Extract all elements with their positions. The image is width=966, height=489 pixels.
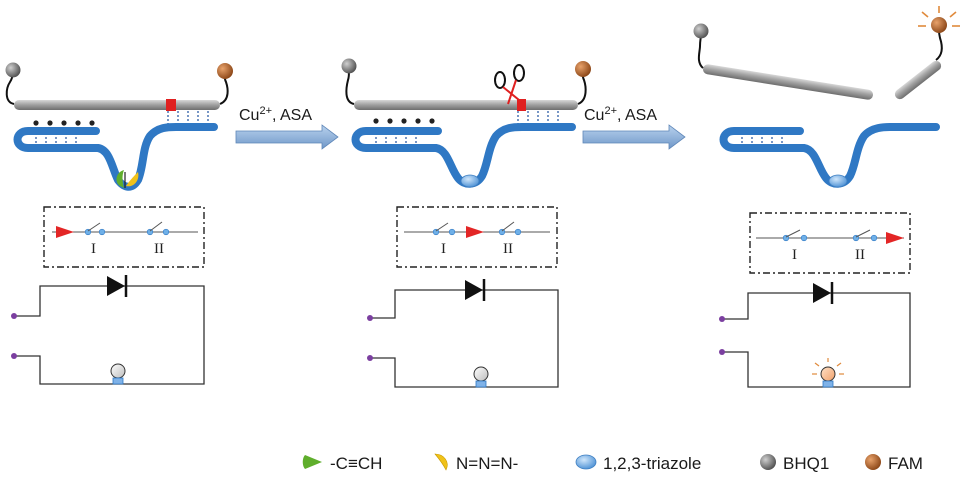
- svg-text:N=N=N-: N=N=N-: [456, 454, 518, 473]
- switch-label-i: I: [441, 241, 446, 257]
- svg-text:1,2,3-triazole: 1,2,3-triazole: [603, 454, 701, 473]
- released-fragment-bhq1: [702, 64, 874, 100]
- diode-symbol: [465, 279, 486, 301]
- svg-text:BHQ1: BHQ1: [783, 454, 829, 473]
- alkyne-icon: [302, 455, 322, 469]
- panel-1-initial: [5, 62, 233, 191]
- spacer-dots: [373, 118, 435, 124]
- diode-marker: [56, 226, 74, 238]
- probe-strand: [14, 100, 220, 110]
- fam-icon: [865, 454, 881, 470]
- bhq1-label: [341, 58, 357, 74]
- circuit-1: [11, 275, 205, 385]
- switch-box-1: I II: [43, 206, 205, 268]
- triazole-link: [460, 174, 480, 188]
- fluorescence-rays: [918, 6, 960, 27]
- circuit-3: [719, 282, 911, 388]
- legend-item-triazole: 1,2,3-triazole: [575, 454, 701, 473]
- dna-substrate: [13, 123, 218, 191]
- reaction-arrow-1: Cu2+, ASA: [235, 105, 339, 150]
- spacer-dots: [33, 120, 95, 126]
- switch-i: [435, 222, 449, 232]
- arrow-1-label: Cu2+, ASA: [239, 105, 312, 124]
- dna-substrate: [351, 123, 576, 188]
- bhq1-icon: [760, 454, 776, 470]
- probe-strand: [354, 100, 578, 110]
- switch-label-ii: II: [503, 241, 513, 257]
- legend-item-bhq1: BHQ1: [760, 454, 829, 473]
- triazole-link: [828, 174, 848, 188]
- switch-label-ii: II: [855, 247, 865, 263]
- dna-substrate: [719, 123, 940, 188]
- cleavage-site: [517, 99, 526, 111]
- fam-label: [217, 63, 233, 79]
- switch-ii: [501, 221, 515, 232]
- azide-group: [126, 172, 139, 187]
- bulb-off-icon: [473, 366, 489, 388]
- switch-box-2: I II: [396, 206, 558, 268]
- panel-3-released: [693, 6, 960, 188]
- switch-i: [87, 222, 101, 232]
- svg-text:FAM: FAM: [888, 454, 923, 473]
- switch-label-i: I: [792, 247, 797, 263]
- diode-marker: [886, 232, 904, 244]
- alkyne-group: [116, 170, 124, 188]
- bulb-on-icon: [812, 358, 844, 388]
- legend-item-alkyne: -C≡CH: [302, 454, 382, 473]
- bulb-off-icon: [110, 363, 126, 385]
- circuit-2: [367, 279, 559, 388]
- diode-symbol: [813, 282, 834, 304]
- switch-box-3: I II: [749, 212, 911, 274]
- diode-symbol: [107, 275, 128, 297]
- legend-item-fam: FAM: [865, 454, 923, 473]
- fam-label-emitting: [931, 17, 947, 33]
- fam-label: [575, 61, 591, 77]
- diode-marker: [466, 226, 484, 238]
- bhq1-label: [693, 23, 709, 39]
- azide-icon: [434, 453, 448, 471]
- bhq1-linker: [697, 33, 704, 69]
- switch-label-i: I: [91, 241, 96, 257]
- bhq1-label: [5, 62, 21, 78]
- scissors-icon: [494, 64, 525, 105]
- cleavage-site: [166, 99, 176, 111]
- switch-label-ii: II: [154, 241, 164, 257]
- svg-text:-C≡CH: -C≡CH: [330, 454, 382, 473]
- switch-ii: [855, 229, 871, 238]
- released-fragment-fam: [894, 60, 942, 100]
- triazole-icon: [575, 454, 597, 470]
- legend: -C≡CH N=N=N- 1,2,3-triazole BHQ1 FAM: [302, 453, 923, 473]
- arrow-2-label: Cu2+, ASA: [584, 105, 657, 124]
- switch-ii: [149, 221, 163, 232]
- reaction-arrow-2: Cu2+, ASA: [582, 105, 686, 150]
- fam-linker: [935, 29, 943, 61]
- panel-2-cleavage: [341, 58, 591, 188]
- switch-i: [785, 229, 801, 238]
- legend-item-azide: N=N=N-: [434, 453, 518, 473]
